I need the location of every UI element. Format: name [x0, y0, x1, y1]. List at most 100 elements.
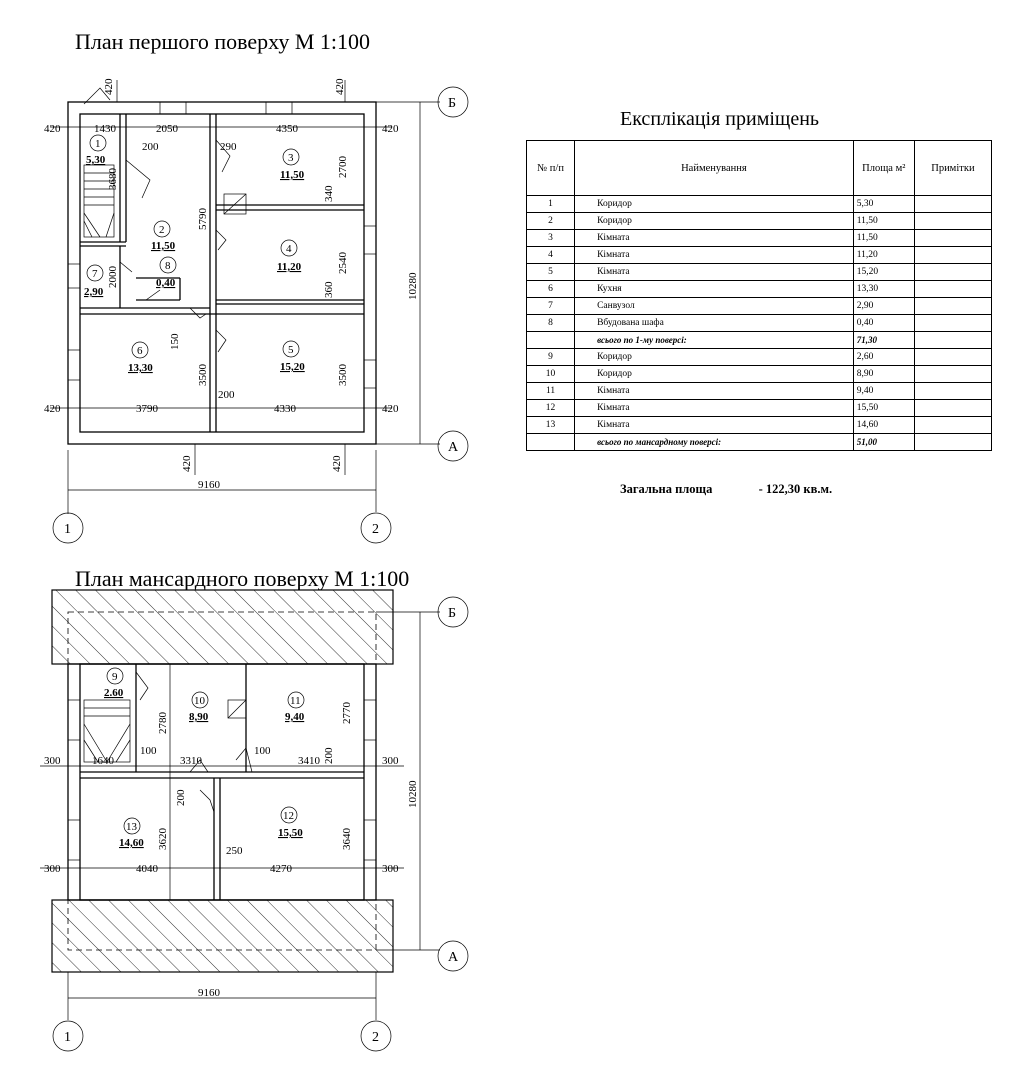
- dim-label: 420: [382, 403, 399, 415]
- cell-num: 6: [525, 280, 576, 298]
- plan1-walls: [67, 87, 377, 445]
- room-marker: 108,90: [189, 691, 209, 723]
- svg-text:8,90: 8,90: [189, 711, 209, 723]
- dim-label: 3640: [341, 828, 353, 851]
- svg-text:3: 3: [288, 152, 294, 164]
- cell-num: 3: [525, 229, 576, 247]
- dim-label: 3500: [197, 364, 209, 387]
- room-marker: 311,50: [280, 148, 305, 181]
- svg-text:9: 9: [112, 671, 118, 683]
- dim-label: 3500: [337, 364, 349, 387]
- cell-note: [913, 331, 993, 349]
- dim-label: 420: [382, 123, 399, 135]
- header-name: Найменування: [574, 140, 854, 196]
- dim-label: 4350: [276, 123, 299, 135]
- svg-text:5: 5: [288, 344, 294, 356]
- dim-label: 420: [44, 123, 61, 135]
- room-marker: 613,30: [128, 341, 153, 374]
- dim-label: 360: [323, 281, 335, 298]
- dim-label: 340: [323, 185, 335, 202]
- room-marker: 119,40: [285, 691, 305, 723]
- cell-area: 71,30: [852, 331, 915, 349]
- cell-area: 2,90: [852, 297, 915, 315]
- dim-label: 100: [140, 745, 157, 757]
- cell-num: [525, 331, 576, 349]
- cell-num: [525, 433, 576, 451]
- dim-label: 4330: [274, 403, 297, 415]
- dim-label: 3790: [136, 403, 159, 415]
- cell-note: [913, 348, 993, 366]
- cell-name: Кімната: [574, 229, 854, 247]
- cell-num: 11: [525, 382, 576, 400]
- cell-name: Санвузол: [574, 297, 854, 315]
- dim-label: 2540: [337, 252, 349, 275]
- plan2-walls: [51, 589, 394, 973]
- svg-text:11: 11: [290, 695, 301, 707]
- svg-text:14,60: 14,60: [119, 837, 144, 849]
- cell-name: Кімната: [574, 263, 854, 281]
- room-marker: 72,90: [84, 264, 104, 298]
- cell-name: Коридор: [574, 365, 854, 383]
- cell-note: [913, 246, 993, 264]
- cell-area: 5,30: [852, 195, 915, 213]
- cell-area: 2,60: [852, 348, 915, 366]
- cell-name: Кімната: [574, 246, 854, 264]
- axis-label: А: [448, 440, 459, 455]
- plan2-dimension-lines: [40, 611, 440, 1020]
- dim-label: 150: [169, 333, 181, 350]
- axis-label: Б: [448, 96, 456, 111]
- table-row: всього по 1-му поверсі:71,30: [525, 331, 993, 349]
- svg-text:8: 8: [165, 260, 171, 272]
- dim-label: 1430: [94, 123, 117, 135]
- svg-text:6: 6: [137, 345, 143, 357]
- header-note: Примітки: [913, 140, 993, 196]
- cell-area: 8,90: [852, 365, 915, 383]
- plan2-dimension-texts: 300 1640 3310 3410 300 300 4040 4270 300…: [44, 702, 419, 1000]
- dim-label: 3680: [107, 168, 119, 191]
- room-marker: 211,50: [151, 220, 176, 252]
- svg-text:10: 10: [194, 695, 206, 707]
- cell-note: [913, 229, 993, 247]
- svg-text:13: 13: [126, 821, 138, 833]
- total-width: 9160: [198, 987, 221, 999]
- cell-num: 9: [525, 348, 576, 366]
- dim-label: 300: [44, 863, 61, 875]
- cell-note: [913, 280, 993, 298]
- dim-label: 4040: [136, 863, 159, 875]
- cell-area: 11,20: [852, 246, 915, 264]
- plan2-axes: Б А 1 2: [52, 596, 469, 1052]
- dim-label: 200: [218, 389, 235, 401]
- table-row: всього по мансардному поверсі:51,00: [525, 433, 993, 451]
- cell-name: Вбудована шафа: [574, 314, 854, 332]
- dim-label: 4270: [270, 863, 293, 875]
- axis-label: 1: [64, 1030, 71, 1045]
- plan1-axes: Б А 1 2: [52, 86, 469, 544]
- svg-text:9,40: 9,40: [285, 711, 305, 723]
- cell-num: 12: [525, 399, 576, 417]
- cell-num: 10: [525, 365, 576, 383]
- room-marker: 411,20: [277, 239, 302, 273]
- cell-name: Коридор: [574, 212, 854, 230]
- cell-note: [913, 212, 993, 230]
- header-area: Площа м²: [852, 140, 915, 196]
- cell-area: 15,20: [852, 263, 915, 281]
- cell-note: [913, 263, 993, 281]
- dim-label: 3410: [298, 755, 321, 767]
- dim-label: 420: [103, 78, 115, 95]
- cell-area: 11,50: [852, 229, 915, 247]
- dim-label: 420: [331, 455, 343, 472]
- plan1-dimension-texts: 420 420 420 1430 2050 4350 420 420 3790 …: [44, 78, 419, 491]
- dim-label: 100: [254, 745, 271, 757]
- cell-area: 15,50: [852, 399, 915, 417]
- axis-label: 2: [372, 522, 379, 537]
